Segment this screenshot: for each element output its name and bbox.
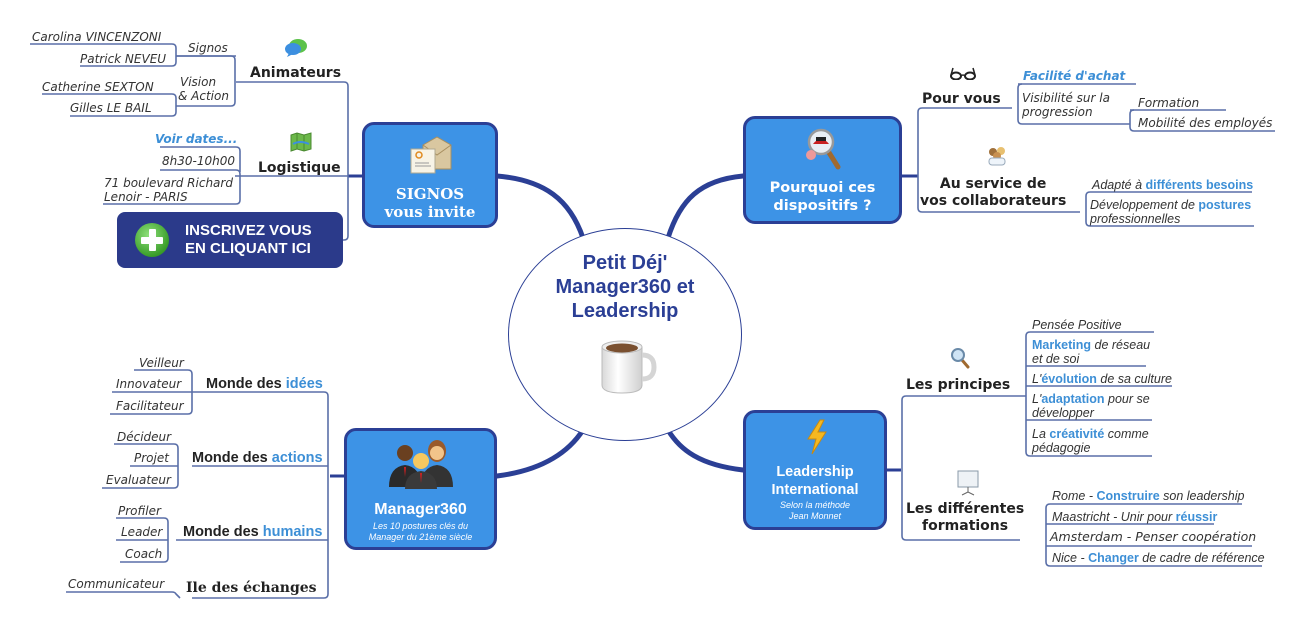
link-voir-dates[interactable]: Voir dates... bbox=[155, 132, 238, 146]
business-people-icon bbox=[389, 440, 453, 489]
principe-marketing[interactable]: Marketing de réseau et de soi bbox=[1032, 338, 1151, 366]
node-manager360-title: Manager360 bbox=[374, 501, 467, 518]
green-plus-icon bbox=[135, 223, 169, 257]
item-formation[interactable]: Formation bbox=[1138, 96, 1200, 110]
chat-bubbles-icon bbox=[285, 39, 307, 57]
branch-monde-humains[interactable]: Monde des humains bbox=[183, 524, 323, 540]
logistique-address: 71 boulevard Richard Lenoir - PARIS bbox=[104, 176, 233, 204]
branch-formations[interactable]: Les différentes formations bbox=[906, 501, 1025, 534]
person-carolina-vincenzoni[interactable]: Carolina VINCENZONI bbox=[32, 30, 162, 44]
node-leadership-subtitle: Selon la méthode Jean Monnet bbox=[779, 500, 851, 521]
magnifier-inspector-icon bbox=[806, 128, 841, 170]
connector-center-leadership bbox=[665, 427, 746, 473]
magnifier-icon bbox=[951, 348, 970, 369]
formation-amsterdam[interactable]: Amsterdam - Penser coopération bbox=[1050, 529, 1257, 544]
node-leadership[interactable]: Leadership International Selon la méthod… bbox=[743, 410, 887, 530]
role-projet[interactable]: Projet bbox=[134, 451, 169, 465]
glasses-icon bbox=[950, 67, 976, 80]
role-facilitateur[interactable]: Facilitateur bbox=[116, 399, 184, 413]
formation-maastricht[interactable]: Maastricht - Unir pour réussir bbox=[1052, 510, 1218, 524]
item-visibilite-progression[interactable]: Visibilité sur la progression bbox=[1022, 91, 1110, 119]
group-signos[interactable]: Signos bbox=[188, 41, 228, 55]
team-icon bbox=[988, 147, 1006, 166]
principe-evolution[interactable]: L'évolution de sa culture bbox=[1032, 372, 1172, 386]
branch-principes[interactable]: Les principes bbox=[906, 377, 1011, 393]
map-icon bbox=[290, 132, 312, 152]
role-profiler[interactable]: Profiler bbox=[118, 504, 161, 518]
connector-center-manager bbox=[494, 427, 586, 479]
item-facilite-achat[interactable]: Facilité d'achat bbox=[1023, 69, 1126, 83]
node-pourquoi-title: Pourquoi ces dispositifs ? bbox=[769, 180, 876, 214]
node-pourquoi[interactable]: Pourquoi ces dispositifs ? bbox=[743, 116, 902, 224]
group-vision-action[interactable]: Vision & Action bbox=[178, 75, 229, 103]
role-leader[interactable]: Leader bbox=[121, 525, 163, 539]
item-mobilite-employes[interactable]: Mobilité des employés bbox=[1138, 116, 1273, 130]
logistique-time: 8h30-10h00 bbox=[162, 154, 235, 168]
presentation-board-icon bbox=[957, 470, 979, 496]
coffee-cup-icon bbox=[601, 340, 657, 394]
branch-monde-actions[interactable]: Monde des actions bbox=[192, 450, 323, 466]
node-signos[interactable]: SIGNOS vous invite bbox=[362, 122, 498, 228]
person-catherine-sexton[interactable]: Catherine SEXTON bbox=[42, 80, 154, 94]
role-veilleur[interactable]: Veilleur bbox=[139, 356, 184, 370]
item-developpement-postures[interactable]: Développement de postures professionnell… bbox=[1090, 198, 1252, 226]
branch-logistique[interactable]: Logistique bbox=[258, 160, 341, 176]
branch-animateurs[interactable]: Animateurs bbox=[250, 65, 342, 81]
branch-ile-echanges[interactable]: Ile des échanges bbox=[186, 580, 317, 596]
principe-adaptation[interactable]: L'adaptation pour se développer bbox=[1032, 392, 1150, 420]
role-communicateur[interactable]: Communicateur bbox=[68, 577, 165, 591]
node-signos-title: SIGNOS vous invite bbox=[384, 185, 476, 221]
person-gilles-le-bail[interactable]: Gilles LE BAIL bbox=[70, 101, 152, 115]
central-topic[interactable]: Petit Déj' Manager360 et Leadership bbox=[508, 228, 742, 441]
connector-center-signos bbox=[494, 173, 586, 241]
register-button-label: INSCRIVEZ VOUS EN CLIQUANT ICI bbox=[185, 222, 312, 257]
principe-creativite[interactable]: La créativité comme pédagogie bbox=[1032, 427, 1149, 455]
role-evaluateur[interactable]: Evaluateur bbox=[106, 473, 171, 487]
principe-pensee-positive[interactable]: Pensée Positive bbox=[1032, 318, 1122, 332]
branch-collaborateurs[interactable]: Au service de vos collaborateurs bbox=[920, 176, 1067, 209]
connector-center-pourquoi bbox=[665, 173, 746, 241]
formation-rome[interactable]: Rome - Construire son leadership bbox=[1052, 489, 1245, 503]
role-decideur[interactable]: Décideur bbox=[117, 430, 172, 444]
branch-monde-idees[interactable]: Monde des idées bbox=[206, 376, 323, 392]
branch-pour-vous[interactable]: Pour vous bbox=[922, 91, 1001, 107]
central-topic-title: Petit Déj' Manager360 et Leadership bbox=[555, 252, 695, 322]
lightning-icon bbox=[807, 419, 827, 455]
item-adapte-besoins[interactable]: Adapté à différents besoins bbox=[1092, 178, 1254, 192]
register-button[interactable]: INSCRIVEZ VOUS EN CLIQUANT ICI bbox=[117, 212, 343, 268]
role-innovateur[interactable]: Innovateur bbox=[116, 377, 182, 391]
node-manager360[interactable]: Manager360 Les 10 postures clés du Manag… bbox=[344, 428, 497, 550]
invitation-envelope-icon bbox=[410, 136, 452, 174]
formation-nice[interactable]: Nice - Changer de cadre de référence bbox=[1052, 551, 1265, 565]
node-leadership-title: Leadership International bbox=[771, 464, 859, 498]
role-coach[interactable]: Coach bbox=[125, 547, 163, 561]
node-manager360-subtitle: Les 10 postures clés du Manager du 21ème… bbox=[368, 521, 473, 542]
person-patrick-neveu[interactable]: Patrick NEVEU bbox=[80, 52, 167, 66]
